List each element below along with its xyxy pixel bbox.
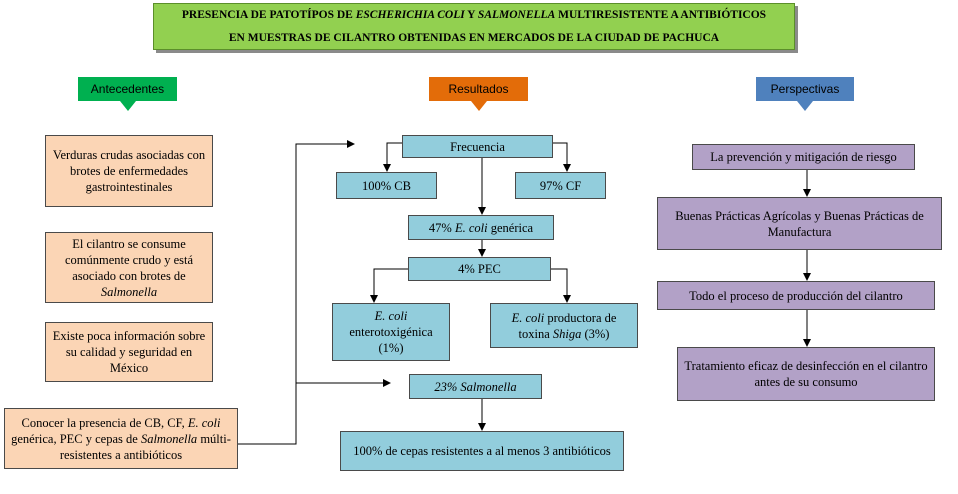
resultado-stec: E. coli productora de toxina Shiga (3%) <box>490 303 638 348</box>
perspectiva-prevencion: La prevención y mitigación de riesgo <box>692 144 915 170</box>
antecedente-informacion: Existe poca información sobre su calidad… <box>45 322 213 382</box>
resultado-cf: 97% CF <box>515 172 606 199</box>
resultado-cb: 100% CB <box>336 172 437 199</box>
resultado-salmonella: 23% Salmonella <box>409 374 542 399</box>
perspectiva-desinfeccion: Tratamiento eficaz de desinfección en el… <box>677 347 935 401</box>
perspectiva-proceso-produccion: Todo el proceso de producción del cilant… <box>657 281 935 310</box>
resultados-label: Resultados <box>429 77 528 101</box>
antecedentes-label: Antecedentes <box>78 77 177 101</box>
perspectivas-label: Perspectivas <box>756 77 854 101</box>
antecedente-verduras: Verduras crudas asociadas con brotes de … <box>45 135 213 207</box>
title-line-2: EN MUESTRAS DE CILANTRO OBTENIDAS EN MER… <box>228 31 720 44</box>
resultado-pec: 4% PEC <box>408 257 551 281</box>
resultado-cepas-resistentes: 100% de cepas resistentes a al menos 3 a… <box>340 431 624 471</box>
title-line-1: PRESENCIA DE PATOTÍPOS DE ESCHERICHIA CO… <box>181 8 767 21</box>
resultado-etec: E. coli enterotoxigénica (1%) <box>332 303 450 361</box>
perspectiva-buenas-practicas: Buenas Prácticas Agrícolas y Buenas Prác… <box>657 197 942 250</box>
diagram-title: PRESENCIA DE PATOTÍPOS DE ESCHERICHIA CO… <box>153 3 795 50</box>
resultado-frecuencia: Frecuencia <box>402 135 553 158</box>
antecedente-cilantro: El cilantro se consume comúnmente crudo … <box>45 232 213 303</box>
antecedente-objetivo: Conocer la presencia de CB, CF, E. coli … <box>4 408 238 469</box>
resultado-ecoli-generica: 47% E. coli genérica <box>408 215 554 240</box>
